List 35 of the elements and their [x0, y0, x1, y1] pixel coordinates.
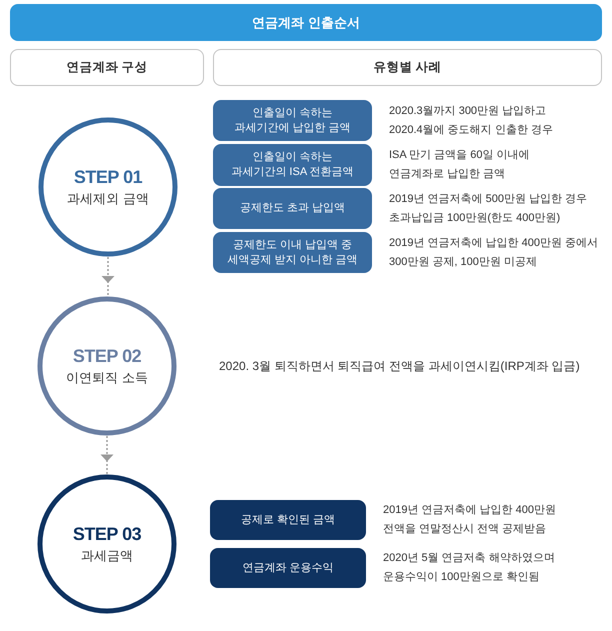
example-text: ISA 만기 금액을 60일 이내에 연금계좌로 납입한 금액 [389, 148, 531, 182]
category-box [210, 500, 366, 540]
step-number: STEP 02 [72, 345, 142, 368]
category-text: 공제한도 이내 납입액 중 세액공제 받지 아니한 금액 [226, 238, 359, 268]
step-title: 과세제외 금액 [67, 190, 149, 208]
category-box [213, 232, 372, 273]
example-text: 2019년 연금저축에 납입한 400만원 전액을 연말정산시 전액 공제받음 [383, 503, 557, 537]
category-box [213, 100, 372, 141]
step-title: 이연퇴직 소득 [66, 369, 148, 387]
category-text: 인출일이 속하는 과세기간의 ISA 전환금액 [230, 150, 355, 180]
step-number: STEP 03 [72, 523, 142, 546]
example-text: 2020년 5월 연금저축 해약하였으며 운용수익이 100만원으로 확인됨 [383, 551, 556, 585]
step-circle [37, 296, 177, 436]
example-text: 2020. 3월 퇴직하면서 퇴직급여 전액을 과세이연시킴(IRP계좌 입금) [219, 358, 580, 375]
category-text: 인출일이 속하는 과세기간에 납입한 금액 [233, 106, 352, 136]
example-text: 2019년 연금저축에 500만원 납입한 경우 초과납입금 100만원(한도 400만원) [389, 192, 588, 226]
column-header [213, 49, 602, 86]
category-box [213, 144, 372, 186]
step-circle [37, 474, 177, 614]
category-text: 공제로 확인된 금액 [240, 512, 336, 528]
step-title: 과세금액 [81, 547, 133, 565]
flow-arrow [100, 436, 114, 474]
example-text: 2019년 연금저축에 납입한 400만원 중에서 300만원 공제, 100만원 미공제 [389, 236, 600, 270]
flow-arrow [102, 257, 114, 296]
title-text: 연금계좌 인출순서 [252, 14, 360, 32]
column-header [10, 49, 204, 86]
category-box [213, 188, 372, 229]
step-circle [38, 117, 178, 257]
category-text: 공제한도 초과 납입액 [238, 201, 346, 216]
header-label: 연금계좌 구성 [66, 59, 148, 76]
category-box [210, 548, 366, 588]
example-text: 2020.3월까지 300만원 납입하고 2020.4월에 중도해지 인출한 경우 [389, 104, 554, 138]
header-label: 유형별 사례 [373, 59, 442, 76]
step-number: STEP 01 [74, 166, 142, 189]
category-text: 연금계좌 운용수익 [241, 560, 335, 576]
